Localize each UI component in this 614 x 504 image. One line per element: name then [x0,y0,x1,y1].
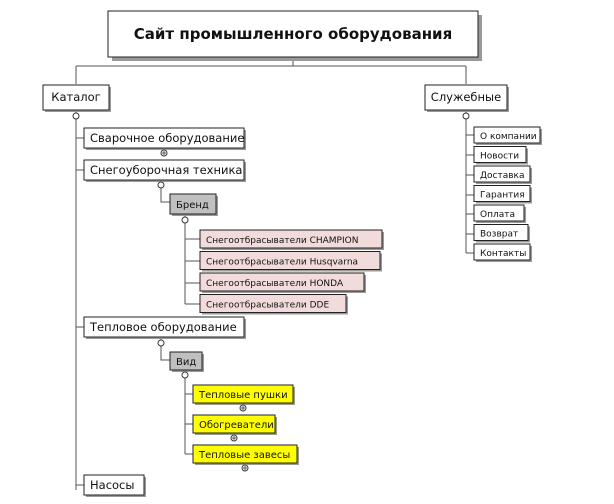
brand-item: Снегоотбрасыватели HONDA [199,272,366,293]
plus-icon-cross [243,466,247,470]
site-title-node: Сайт промышленного оборудования [107,10,482,61]
kind-expand-circle [181,371,189,379]
service-item-label: Возврат [480,230,518,240]
catalog-expand-circle [72,112,80,120]
service-item: Гарантия [473,185,532,204]
service-item-box [473,165,531,183]
kind-item-label: Обогреватели [199,420,274,431]
brand-node-box [169,193,217,215]
service-item-box [473,224,529,241]
catalog-item-box [83,474,145,496]
brand-item-label: Снегоотбрасыватели CHAMPION [206,236,358,246]
brand-node: Бренд [169,193,218,216]
kind-item: Обогреватели [192,414,277,442]
brand-item-box [199,251,381,270]
brand-item-label: Снегоотбрасыватели HONDA [206,279,344,289]
kind-item: Тепловые завесы [192,444,299,472]
kind-item: Тепловые пушки [192,384,295,412]
service-item-label: Гарантия [480,191,525,201]
service-item: Контакты [473,243,532,262]
kind-item-label: Тепловые пушки [198,390,288,401]
catalog-item: Насосы [83,474,146,497]
brand-node-label: Бренд [176,200,209,211]
brand-item: Снегоотбрасыватели Husqvarna [199,251,382,272]
service-label: Служебные [431,90,501,104]
service-node: Служебные [424,84,509,112]
connector-lines [75,60,474,490]
kind-item-box [192,444,298,464]
catalog-item: Сварочное оборудование [83,127,246,157]
service-item-box [473,204,525,222]
catalog-item-box [83,127,245,149]
service-expand-circle [462,112,470,120]
catalog-item: Снегоуборочная техника [83,159,246,182]
catalog-item-label: Сварочное оборудование [90,131,244,145]
service-item: Возврат [473,224,530,243]
plus-icon-cross [162,151,166,155]
kind-node-box [169,351,203,371]
heat-expand-circle [157,339,165,347]
service-item-label: Новости [480,152,519,162]
brand-item-label: Снегоотбрасыватели Husqvarna [206,258,358,268]
service-item-box [473,243,531,261]
catalog-label: Каталог [51,90,100,104]
kind-item-label: Тепловые завесы [198,450,290,461]
service-item: Доставка [473,165,532,184]
kind-item-box [192,414,276,434]
kind-node-label: Вид [176,357,196,368]
brand-item: Снегоотбрасыватели CHAMPION [199,229,384,250]
service-item: Новости [473,146,528,165]
brand-item-box [199,294,347,313]
catalog-item-label: Снегоуборочная техника [90,163,242,177]
service-item-label: Контакты [480,249,526,259]
plus-icon-cross [232,436,236,440]
brand-item: Снегоотбрасыватели DDE [199,294,348,315]
site-title: Сайт промышленного оборудования [134,25,452,43]
service-item-label: Оплата [480,210,515,220]
plus-icon-cross [241,406,245,410]
kind-item-box [192,384,294,404]
kind-node: Вид [169,351,204,372]
brand-expand-circle [181,216,189,224]
service-item: О компании [473,126,542,145]
service-item-box [473,185,531,202]
brand-item-label: Снегоотбрасыватели DDE [206,301,329,311]
service-item-label: Доставка [480,171,525,181]
catalog-item: Тепловое оборудование [83,316,246,339]
catalog-item-label: Насосы [90,478,134,492]
brand-item-box [199,229,383,249]
service-item-label: О компании [480,132,537,142]
catalog-item-box [83,159,245,181]
catalog-item-label: Тепловое оборудование [89,320,237,334]
catalog-item-box [83,316,245,338]
service-item-box [473,146,527,163]
snow-expand-circle [157,181,165,189]
service-item: Оплата [473,204,526,223]
brand-item-box [199,272,365,292]
service-item-box [473,126,541,144]
catalog-node: Каталог [42,84,111,112]
